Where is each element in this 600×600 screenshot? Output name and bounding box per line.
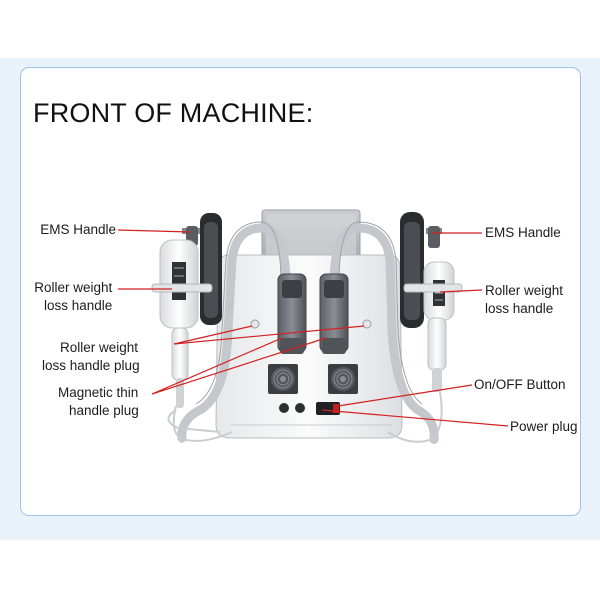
magnetic-handle-right — [319, 273, 349, 354]
label-roller-handle-right-line2: loss handle — [485, 301, 554, 316]
label-power-plug-text: Power plug — [510, 419, 578, 434]
ems-handle-right — [400, 212, 442, 328]
label-roller-handle-plug: Roller weight loss handle plug — [42, 339, 140, 375]
line-magnetic-a — [151, 337, 283, 395]
label-roller-handle-plug-line1: Roller weight — [60, 340, 139, 355]
cables-outline — [195, 221, 423, 405]
ems-handle-left — [182, 213, 222, 325]
line-power — [321, 409, 509, 427]
annotation-lines — [117, 229, 509, 427]
label-onoff-button-text: On/OFF Button — [474, 377, 566, 392]
label-roller-handle-plug-line2: loss handle plug — [42, 358, 140, 373]
label-magnetic-handle-plug-line1: Magnetic thin — [58, 385, 139, 400]
label-ems-handle-left: EMS Handle — [30, 221, 116, 239]
thin-cables — [167, 391, 443, 443]
bottom-ports — [279, 402, 340, 415]
magnetic-handle-left — [277, 273, 307, 354]
page-title: FRONT OF MACHINE: — [33, 98, 314, 128]
fan-right — [328, 364, 358, 394]
label-ems-handle-right: EMS Handle — [485, 224, 561, 242]
label-roller-handle-left-line2: loss handle — [44, 298, 113, 313]
body-plugs — [250, 319, 372, 329]
label-onoff-button: On/OFF Button — [474, 376, 566, 394]
label-ems-handle-left-text: EMS Handle — [40, 222, 116, 237]
label-roller-handle-left: Roller weight loss handle — [33, 279, 112, 315]
label-roller-handle-right: Roller weight loss handle — [485, 282, 563, 318]
line-roller-plug-b — [173, 325, 365, 345]
label-roller-handle-left-line1: Roller weight — [34, 280, 113, 295]
label-magnetic-handle-plug: Magnetic thin handle plug — [58, 384, 139, 420]
label-ems-handle-right-text: EMS Handle — [485, 225, 561, 240]
line-ems-left — [117, 229, 191, 233]
machine-body — [215, 254, 403, 439]
cables — [177, 223, 439, 445]
line-magnetic-b — [151, 337, 327, 395]
label-roller-handle-right-line1: Roller weight — [485, 283, 564, 298]
label-power-plug: Power plug — [510, 418, 578, 436]
label-magnetic-handle-plug-line2: handle plug — [69, 403, 139, 418]
handle-holders — [151, 283, 463, 293]
fan-left — [268, 364, 298, 394]
line-roller-right — [439, 289, 483, 293]
roller-handle-right — [423, 261, 455, 392]
line-roller-plug-a — [173, 325, 253, 345]
line-onoff — [337, 384, 473, 407]
